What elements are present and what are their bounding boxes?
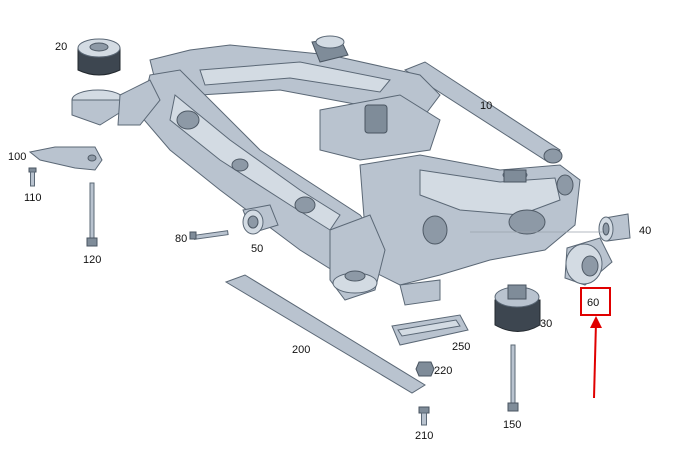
callout-250: 250	[452, 341, 470, 353]
callout-20: 20	[55, 41, 67, 53]
callout-150: 150	[503, 419, 521, 431]
callout-220: 220	[434, 365, 452, 377]
callout-40: 40	[639, 225, 651, 237]
bolt-150	[507, 344, 519, 412]
callout-200: 200	[292, 344, 310, 356]
bracket-250	[391, 314, 469, 346]
bushing-60	[564, 237, 613, 286]
highlight-arrow-shaft	[593, 321, 597, 399]
bushing-20	[77, 38, 121, 76]
bushing-40	[598, 213, 631, 242]
callout-10: 10	[480, 100, 492, 112]
callout-120: 120	[83, 254, 101, 266]
bolt-210	[418, 406, 430, 426]
bolt-120	[86, 182, 98, 247]
callout-100: 100	[8, 151, 26, 163]
nut-220	[415, 361, 435, 377]
callout-30: 30	[540, 318, 552, 330]
highlight-arrow-head	[590, 316, 602, 328]
bushing-50	[242, 204, 279, 235]
callout-50: 50	[251, 243, 263, 255]
callout-60: 60	[587, 297, 599, 309]
subframe-assembly	[71, 35, 581, 306]
bracket-100	[28, 146, 103, 171]
brace-200	[224, 274, 426, 394]
bolt-110	[28, 167, 37, 187]
highlight-box	[580, 287, 611, 316]
callout-210: 210	[415, 430, 433, 442]
callout-80: 80	[175, 233, 187, 245]
mount-30	[494, 284, 541, 332]
callout-110: 110	[24, 192, 42, 204]
bolt-80	[189, 230, 229, 240]
